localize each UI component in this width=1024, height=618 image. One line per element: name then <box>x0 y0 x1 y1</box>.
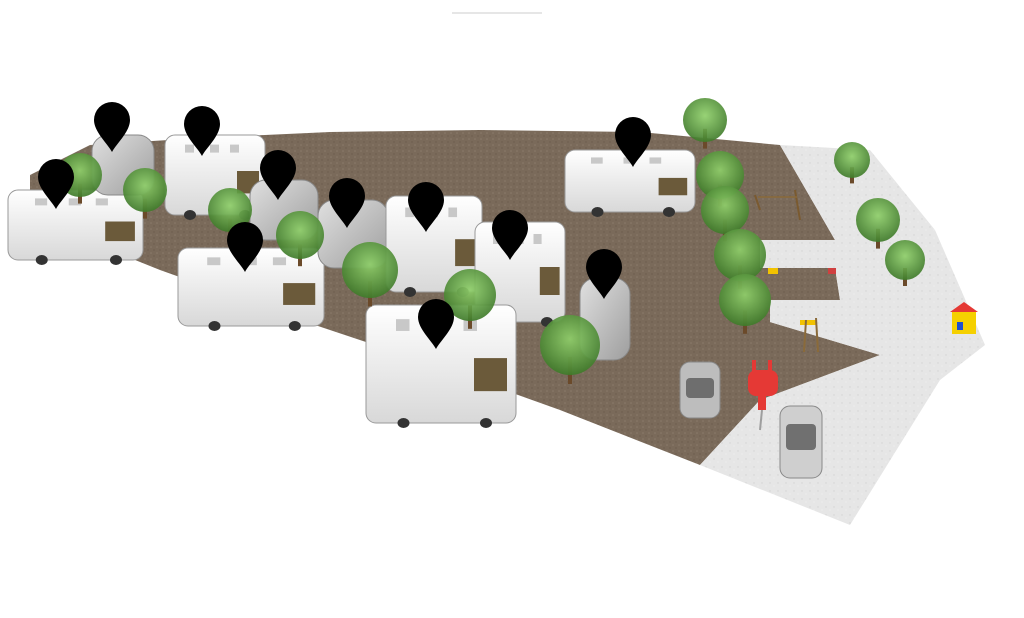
map-pin-icon[interactable] <box>38 159 74 209</box>
tree <box>719 274 771 334</box>
tree <box>342 242 398 307</box>
map-pin-icon[interactable] <box>227 222 263 272</box>
ev-charging-plug-icon[interactable] <box>748 360 778 431</box>
top-handle <box>452 12 542 14</box>
motorhome <box>365 304 517 428</box>
tree <box>444 269 496 329</box>
trees-layer <box>58 98 925 384</box>
map-pin-icon[interactable] <box>329 178 365 228</box>
tree <box>540 315 600 384</box>
map-pin-icon[interactable] <box>408 182 444 232</box>
tree <box>123 168 167 219</box>
map-pin-icon[interactable] <box>260 150 296 200</box>
playground-icon <box>754 189 836 353</box>
map-pin-icon[interactable] <box>184 106 220 156</box>
map-pin-icon[interactable] <box>94 102 130 152</box>
tree <box>276 211 324 267</box>
car <box>679 361 721 419</box>
tree <box>885 240 925 286</box>
motorhome <box>7 189 144 265</box>
motorhome <box>564 149 696 217</box>
tree <box>683 98 727 149</box>
tree <box>701 186 749 242</box>
pins-layer[interactable] <box>38 102 651 349</box>
map-pin-icon[interactable] <box>615 117 651 167</box>
tree <box>208 188 252 239</box>
map-pin-icon[interactable] <box>586 249 622 299</box>
tree <box>834 142 870 184</box>
map-pin-icon[interactable] <box>418 299 454 349</box>
map-pin-icon[interactable] <box>492 210 528 260</box>
tree <box>856 198 900 249</box>
play-house-icon <box>950 302 978 334</box>
paved-area <box>700 145 985 525</box>
motorhome <box>177 247 325 331</box>
car <box>779 405 823 479</box>
